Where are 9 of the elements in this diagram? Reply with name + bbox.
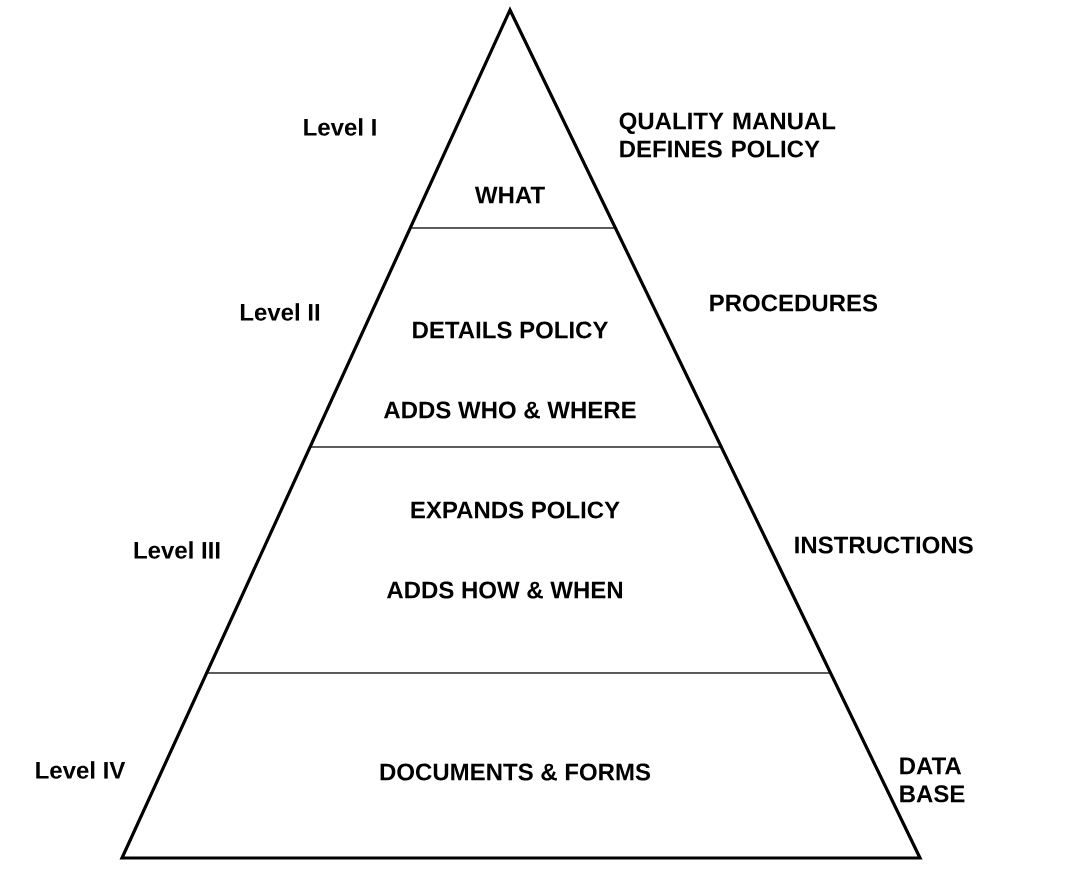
- node-label: WHAT: [474, 186, 545, 204]
- side-label: INSTRUCTIONS: [795, 536, 973, 554]
- level-label: Level II: [240, 303, 320, 321]
- side-label: PROCEDURES: [710, 294, 878, 312]
- side-label: QUALITY MANUAL DEFINES POLICY: [619, 112, 836, 158]
- level-label: Level IV: [36, 761, 126, 779]
- side-label: DATA BASE: [900, 757, 965, 803]
- level-label: Level III: [134, 541, 220, 559]
- level-label: Level I: [304, 118, 376, 136]
